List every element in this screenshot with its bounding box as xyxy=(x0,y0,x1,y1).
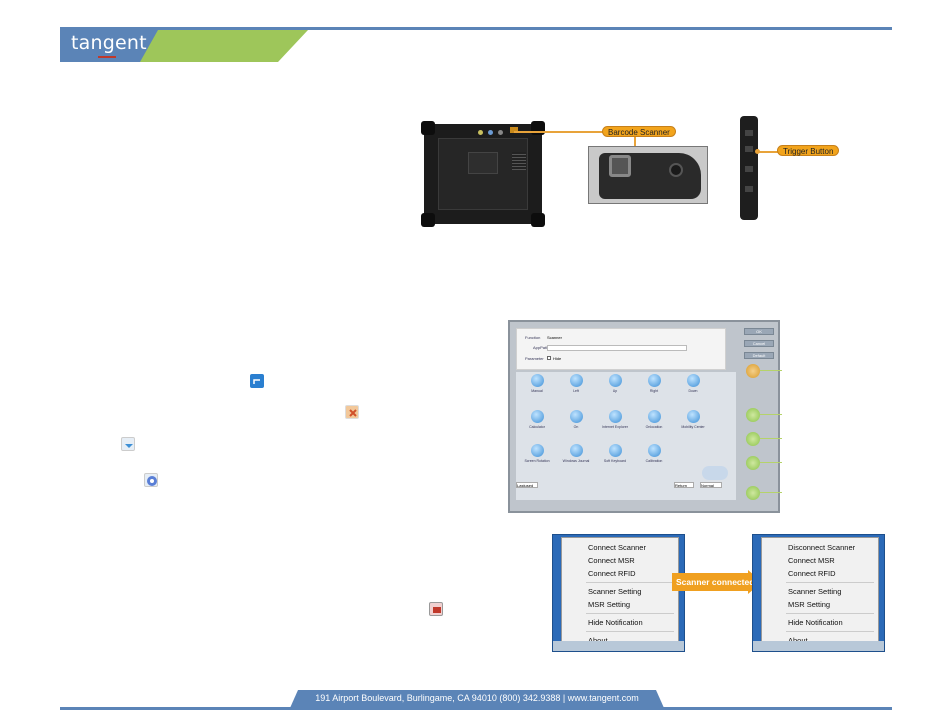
logo-underline xyxy=(98,56,116,58)
footer-rule xyxy=(60,707,892,710)
menu-item-msr-setting[interactable]: MSR Setting xyxy=(788,600,831,609)
down-arrow-icon xyxy=(121,437,135,451)
trigger-callout-dot xyxy=(755,149,760,154)
grid-item-onlocation[interactable]: Onlocation xyxy=(639,410,669,429)
grid-item-left[interactable]: Left xyxy=(561,374,591,393)
hotkey-settings-dialog: Function Scanner AppPath Parameter Hide … xyxy=(508,320,782,513)
grid-item-manual[interactable]: Manual xyxy=(522,374,552,393)
trigger-callout-line xyxy=(758,151,778,153)
menu-item-connect-rfid[interactable]: Connect RFID xyxy=(788,569,836,578)
tray-context-menu: Connect Scanner Connect MSR Connect RFID… xyxy=(561,537,679,645)
grid-item-on[interactable]: On xyxy=(561,410,591,429)
navigation-arrows-icon[interactable] xyxy=(702,466,728,480)
cancel-button[interactable]: Cancel xyxy=(744,340,774,347)
tray-context-menu: Disconnect Scanner Connect MSR Connect R… xyxy=(761,537,879,645)
scanner-callout-line xyxy=(634,137,636,149)
lastused-field[interactable]: Lastused xyxy=(516,482,538,488)
footer-tab: 191 Airport Boulevard, Burlingame, CA 94… xyxy=(290,690,664,708)
function-value: Scanner xyxy=(547,335,562,340)
menu-item-scanner-setting[interactable]: Scanner Setting xyxy=(588,587,642,596)
hotkey-4-icon[interactable] xyxy=(746,486,760,500)
menu-item-msr-setting[interactable]: MSR Setting xyxy=(588,600,631,609)
taskbar xyxy=(553,641,684,651)
grid-item-screen-rotation[interactable]: Screen Rotation xyxy=(522,444,552,463)
settings-function-panel: Function Scanner AppPath Parameter Hide xyxy=(516,328,726,370)
return-field[interactable]: Return xyxy=(674,482,694,488)
scanner-connected-arrow: Scanner connected xyxy=(672,570,764,594)
barcode-scanner-callout: Barcode Scanner xyxy=(602,126,676,137)
logo-green-block xyxy=(140,30,308,62)
hide-checkbox-label: Hide xyxy=(553,356,562,361)
menu-item-hide-notification[interactable]: Hide Notification xyxy=(788,618,843,627)
parameter-label: Parameter xyxy=(525,356,544,361)
taskbar xyxy=(753,641,884,651)
scanner-callout-line xyxy=(514,131,606,133)
menu-item-scanner-setting[interactable]: Scanner Setting xyxy=(788,587,842,596)
menu-item-connect-scanner[interactable]: Connect Scanner xyxy=(588,543,646,552)
scanner-closeup-image xyxy=(588,146,708,204)
scanner-hotkey-icon xyxy=(345,405,359,419)
logo-text: tangent xyxy=(71,32,147,54)
normal-field[interactable]: Normal xyxy=(700,482,722,488)
footer-address: 191 Airport Boulevard, Burlingame, CA 94… xyxy=(315,693,639,703)
scanner-connected-label: Scanner connected xyxy=(676,577,755,587)
grid-item-up[interactable]: Up xyxy=(600,374,630,393)
menu-item-disconnect-scanner[interactable]: Disconnect Scanner xyxy=(788,543,856,552)
header-rule xyxy=(60,27,892,30)
grid-item-windows-journal[interactable]: Windows Journal xyxy=(561,444,591,463)
hotkey-1-icon[interactable] xyxy=(746,364,760,378)
trigger-button-callout: Trigger Button xyxy=(777,145,840,156)
menu-item-connect-rfid[interactable]: Connect RFID xyxy=(588,569,636,578)
menu-item-hide-notification[interactable]: Hide Notification xyxy=(588,618,643,627)
grid-item-internet-explorer[interactable]: Internet Explorer xyxy=(600,410,630,429)
default-button[interactable]: Default xyxy=(744,352,774,359)
menu-item-connect-msr[interactable]: Connect MSR xyxy=(788,556,835,565)
grid-item-calculator[interactable]: Calculator xyxy=(522,410,552,429)
tray-menu-before: Connect Scanner Connect MSR Connect RFID… xyxy=(552,534,685,652)
hide-checkbox[interactable] xyxy=(547,356,551,360)
menu-item-about[interactable]: About xyxy=(762,635,878,646)
function-label: Function xyxy=(525,335,541,340)
tangent-logo: tangent xyxy=(60,30,310,62)
tray-menu-after: Disconnect Scanner Connect MSR Connect R… xyxy=(752,534,885,652)
menu-item-connect-msr[interactable]: Connect MSR xyxy=(588,556,635,565)
grid-item-mobility-center[interactable]: Mobility Center xyxy=(678,410,708,429)
hotkey-3-icon[interactable] xyxy=(746,456,760,470)
grid-item-soft-keyboard[interactable]: Soft Keyboard xyxy=(600,444,630,463)
return-arrow-icon xyxy=(250,374,264,388)
ok-button[interactable]: OK xyxy=(744,328,774,335)
hotkey-scanner-icon[interactable] xyxy=(746,432,760,446)
function-grid: Manual Left Up Right Down Calculator On … xyxy=(516,372,736,500)
grid-item-down[interactable]: Down xyxy=(678,374,708,393)
app-path-label: AppPath xyxy=(533,345,549,350)
grid-item-right[interactable]: Right xyxy=(639,374,669,393)
hotkey-2-icon[interactable] xyxy=(746,408,760,422)
settings-app-icon xyxy=(144,473,158,487)
grid-item-calibration[interactable]: Calibration xyxy=(639,444,669,463)
menu-item-about[interactable]: About xyxy=(562,635,678,646)
tablet-back-image xyxy=(421,121,545,227)
tray-scanner-icon xyxy=(429,602,443,616)
app-path-input[interactable] xyxy=(547,345,687,351)
tablet-side-image xyxy=(740,116,758,220)
